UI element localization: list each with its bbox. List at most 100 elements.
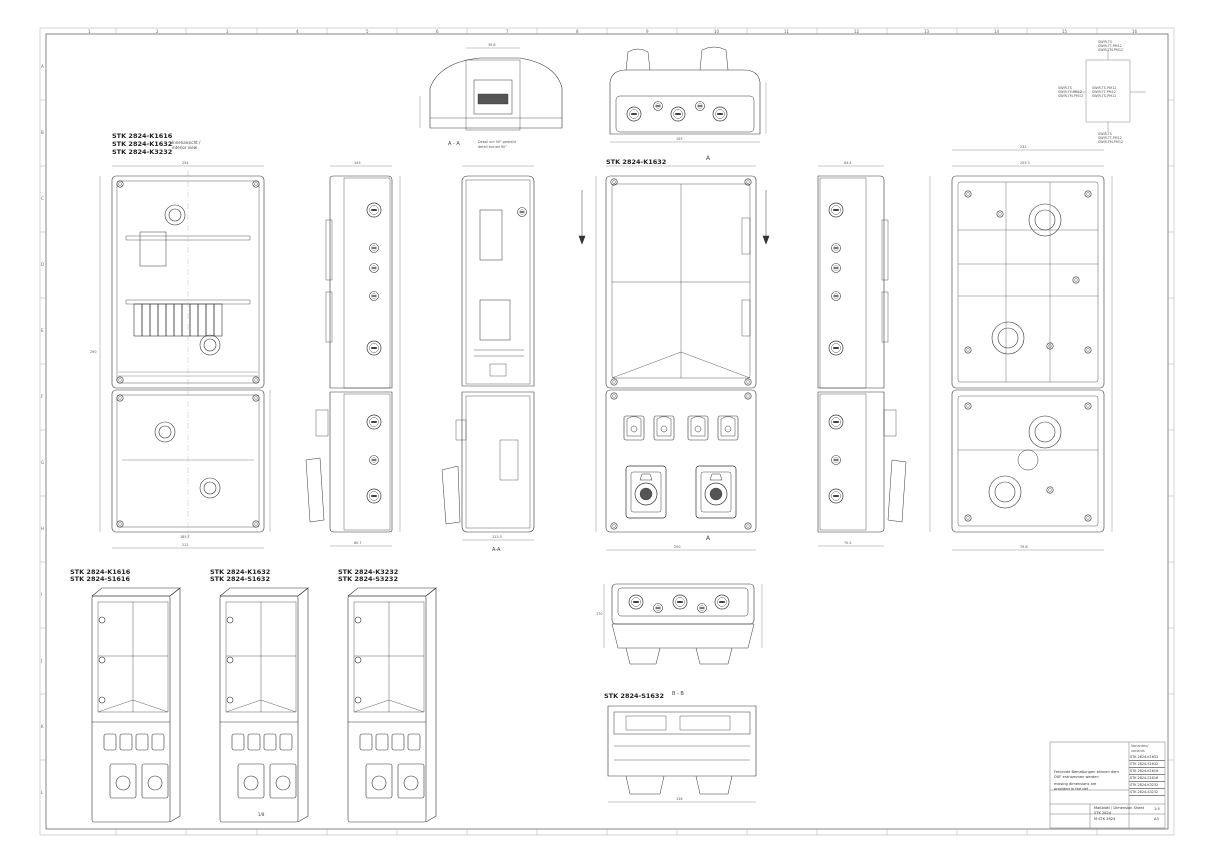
bottom-center-title: STK 2824-S1632 — [604, 692, 664, 700]
section-detail-top — [419, 47, 563, 131]
wiring-top-3: SWIR-TM-PM12 — [1098, 48, 1124, 52]
dim-212: 212 — [182, 543, 189, 547]
variant-row: STK 2824-K3232 — [1129, 782, 1165, 789]
zone-top-14: 14 — [994, 29, 1000, 34]
dim-232: 232 — [1020, 145, 1027, 149]
zone-top-9: 9 — [646, 29, 649, 34]
dim-170: 170 — [596, 612, 603, 616]
section-label-bottom: A-A — [492, 547, 501, 553]
wiring-bottom-3: SWIR-TM-PM12 — [1098, 140, 1124, 144]
wiring-left-1: SWIR-TS — [1058, 86, 1072, 90]
wiring-center-2: SWIR-TT-PM12 — [1092, 90, 1116, 94]
variant-row: STK 2824-K1632 — [1129, 754, 1165, 761]
isometric-view-2 — [219, 587, 309, 823]
zone-top-13: 13 — [924, 29, 930, 34]
note-en-2: provided in the dxf — [1054, 787, 1089, 791]
section-view-a-a — [441, 165, 535, 541]
variant-row: STK 2824-K1616 — [1129, 768, 1165, 775]
zone-top-1: 1 — [88, 29, 91, 34]
dim-185-7: 185.7 — [180, 535, 190, 539]
iso-title-2a: STK 2824-K1632 — [210, 568, 271, 576]
zone-side-l: L — [41, 790, 44, 795]
zone-top-8: 8 — [576, 29, 579, 34]
dim-39-6: 39.6 — [488, 43, 496, 47]
variants-header-en: variants — [1131, 749, 1145, 753]
dim-64-4: 64.4 — [844, 161, 852, 165]
section-label-top: A - A — [448, 141, 460, 147]
interior-view-label-en: interior view — [172, 145, 198, 150]
zone-top-10: 10 — [714, 29, 720, 34]
main-title-2: STK 2824-K1632 — [112, 140, 173, 148]
dim-250: 250 — [674, 545, 681, 549]
wiring-center-3: SWIR-TS-PM12 — [1092, 94, 1117, 98]
detail-note-de: Detail um 90° gedreht — [478, 140, 516, 144]
iso-title-3a: STK 2824-K3232 — [338, 568, 399, 576]
zone-side-k: K — [41, 724, 44, 729]
section-view-b-b — [607, 705, 757, 803]
variant-row: STK 2824-S1632 — [1129, 761, 1165, 768]
zone-top-2: 2 — [156, 29, 159, 34]
wiring-top-2: SWIR-TT-PM12 — [1098, 44, 1122, 48]
interior-view-label-de: Innenansicht / — [172, 140, 201, 145]
scale: 1:5 — [1154, 807, 1160, 811]
wiring-bottom-2: SWIR-TT-PM12 — [1098, 136, 1122, 140]
variants-header-de: Varianten/ — [1131, 744, 1149, 748]
side-view-right — [817, 165, 907, 547]
side-view-left — [305, 165, 401, 547]
iso-title-2b: STK 2824-S1632 — [210, 575, 270, 583]
wiring-center-1: SWIR-TS-PM12 — [1092, 86, 1117, 90]
iso-title-1a: STK 2824-K1616 — [70, 568, 131, 576]
zone-top-12: 12 — [854, 29, 860, 34]
note-de-1: Fehlende Bemaßungen können dem — [1054, 770, 1119, 774]
variant-row: STK 2824-S1616 — [1129, 775, 1165, 782]
wiring-bottom-1: SWIR-TS — [1098, 132, 1112, 136]
zone-top-16: 16 — [1132, 29, 1138, 34]
zone-side-h: H — [41, 526, 45, 531]
section-b-label: B - B — [672, 691, 684, 697]
drawing-frame — [39, 27, 1175, 836]
page-counter: 1/8 — [258, 812, 265, 817]
iso-title-1b: STK 2824-S1616 — [70, 575, 130, 583]
center-front-title: STK 2824-K1632 — [606, 158, 667, 166]
zone-side-g: G — [41, 460, 45, 465]
front-view-closed — [578, 165, 770, 551]
interior-front-view — [99, 165, 271, 549]
zone-top-7: 7 — [506, 29, 509, 34]
main-title-1: STK 2824-K1616 — [112, 132, 173, 140]
dim-136: 136 — [676, 797, 683, 801]
dim-143: 143 — [354, 161, 361, 165]
zone-top-15: 15 — [1062, 29, 1068, 34]
note-en-1: missing dimensions are — [1054, 782, 1097, 786]
dim-79-8: 79.8 — [1020, 545, 1028, 549]
sheet-title: Maßblatt / Dimension Sheet — [1094, 806, 1144, 810]
dim-290: 290 — [90, 350, 97, 354]
series: STK 2824 — [1094, 811, 1112, 815]
dim-155: 155 — [676, 137, 683, 141]
wiring-top-1: SWIR-TS — [1098, 40, 1112, 44]
rear-view — [929, 149, 1113, 551]
detail-note-en: detail turned 90° — [478, 145, 507, 149]
dim-60-7: 60.7 — [354, 541, 362, 545]
variant-row: STK 2824-S3232 — [1129, 789, 1165, 796]
isometric-view-1 — [91, 587, 181, 823]
zone-top-6: 6 — [436, 29, 439, 34]
frame-zone-ticks — [40, 28, 1174, 835]
zone-side-e: E — [41, 328, 44, 333]
zone-top-4: 4 — [296, 29, 299, 34]
wiring-left-2: SWIR-TT-PM12 — [1058, 90, 1082, 94]
section-marker-top: A — [706, 155, 711, 162]
wiring-left-3: SWIR-TM-PM12 — [1058, 94, 1084, 98]
bottom-top-view — [603, 583, 763, 665]
isometric-view-3 — [347, 587, 437, 823]
zone-top-11: 11 — [784, 29, 790, 34]
zone-side-b: B — [41, 130, 44, 135]
zone-side-i: I — [41, 592, 43, 597]
zone-side-f: F — [41, 394, 44, 399]
section-marker-bottom: A — [706, 535, 711, 542]
doc-number: M STK 2824 — [1094, 817, 1116, 821]
zone-top-3: 3 — [226, 29, 229, 34]
zone-side-j: J — [41, 658, 43, 663]
dim-123-3: 123.3 — [492, 535, 502, 539]
zone-side-d: D — [41, 262, 45, 267]
